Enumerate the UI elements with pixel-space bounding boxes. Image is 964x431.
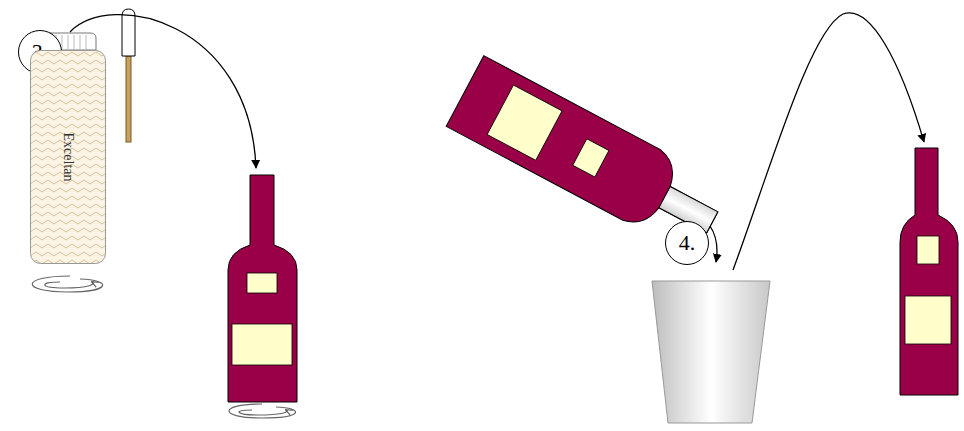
- callout-number: 4.: [679, 232, 696, 254]
- callout-circle: 4.: [665, 221, 709, 265]
- transfer-arrow: [733, 13, 924, 270]
- swirl-arrow: [229, 404, 296, 418]
- product-label: Exceltan: [60, 133, 76, 182]
- product-bottle: Exceltan: [30, 50, 106, 264]
- cup: [652, 281, 770, 423]
- pour-arrow: [710, 226, 717, 262]
- pipette: [122, 9, 135, 142]
- wine-bottle: [900, 148, 958, 395]
- wine-bottle: [228, 175, 297, 402]
- swirl-arrow: [32, 276, 102, 292]
